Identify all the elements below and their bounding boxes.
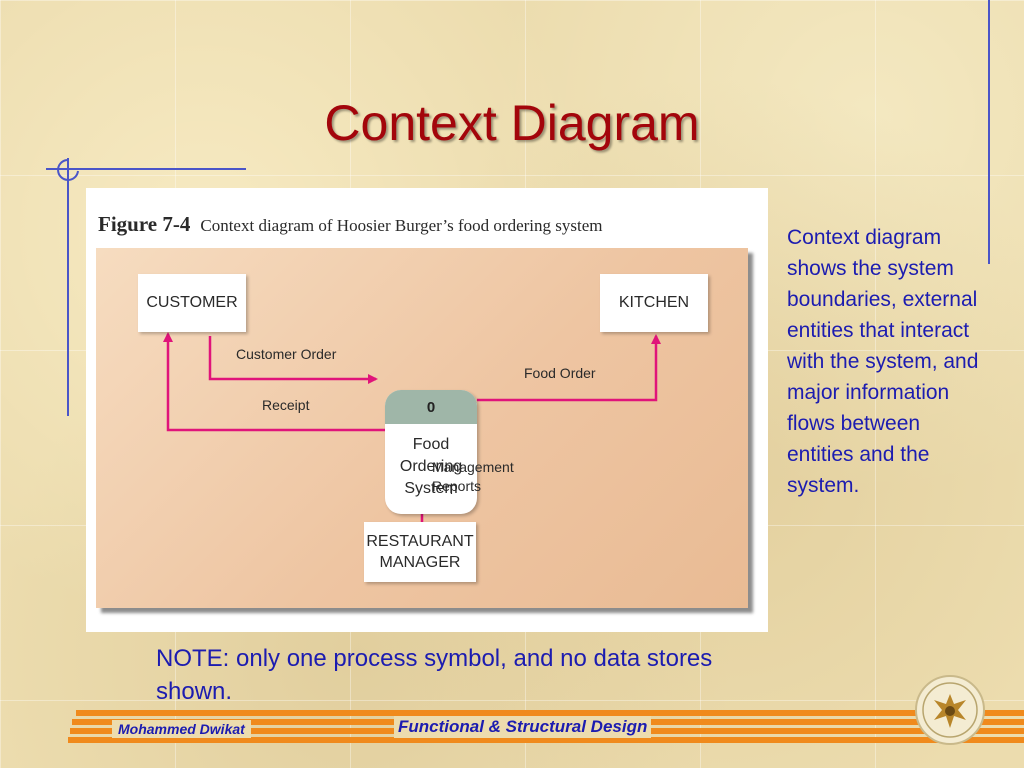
university-emblem-icon xyxy=(915,675,985,745)
figure-panel: Figure 7-4 Context diagram of Hoosier Bur… xyxy=(86,188,768,632)
decorative-line xyxy=(988,0,990,264)
description-text: Context diagram shows the system boundar… xyxy=(787,226,979,497)
decorative-hook-icon xyxy=(57,159,79,181)
process-id: 0 xyxy=(385,390,477,424)
figure-caption: Figure 7-4 Context diagram of Hoosier Bur… xyxy=(98,212,602,237)
label-management-reports: Management Reports xyxy=(432,459,514,494)
footer-author: Mohammed Dwikat xyxy=(112,720,251,738)
figure-caption-text: Context diagram of Hoosier Burger’s food… xyxy=(200,216,603,235)
footer-course: Functional & Structural Design xyxy=(394,716,652,738)
process-food-ordering-system: 0 Food Ordering System xyxy=(385,390,477,514)
entity-customer: CUSTOMER xyxy=(138,274,246,332)
flow-receipt xyxy=(163,332,385,432)
entity-kitchen: KITCHEN xyxy=(600,274,708,332)
slide-title: Context Diagram xyxy=(324,95,700,151)
label-receipt: Receipt xyxy=(262,397,310,413)
label-food-order: Food Order xyxy=(524,365,596,381)
context-diagram: CUSTOMER KITCHEN RESTAURANT MANAGER 0 Fo… xyxy=(96,248,748,608)
label-customer-order: Customer Order xyxy=(236,346,337,362)
flow-food-order xyxy=(477,334,661,402)
figure-number: Figure 7-4 xyxy=(98,212,191,236)
decorative-line xyxy=(67,158,69,416)
decorative-line xyxy=(46,168,246,170)
flow-customer-order xyxy=(208,336,378,384)
flow-arrows xyxy=(163,332,661,568)
process-name: Food Ordering System xyxy=(399,436,463,497)
note-text: NOTE: only one process symbol, and no da… xyxy=(156,645,713,705)
entity-restaurant-manager: RESTAURANT MANAGER xyxy=(364,522,476,582)
